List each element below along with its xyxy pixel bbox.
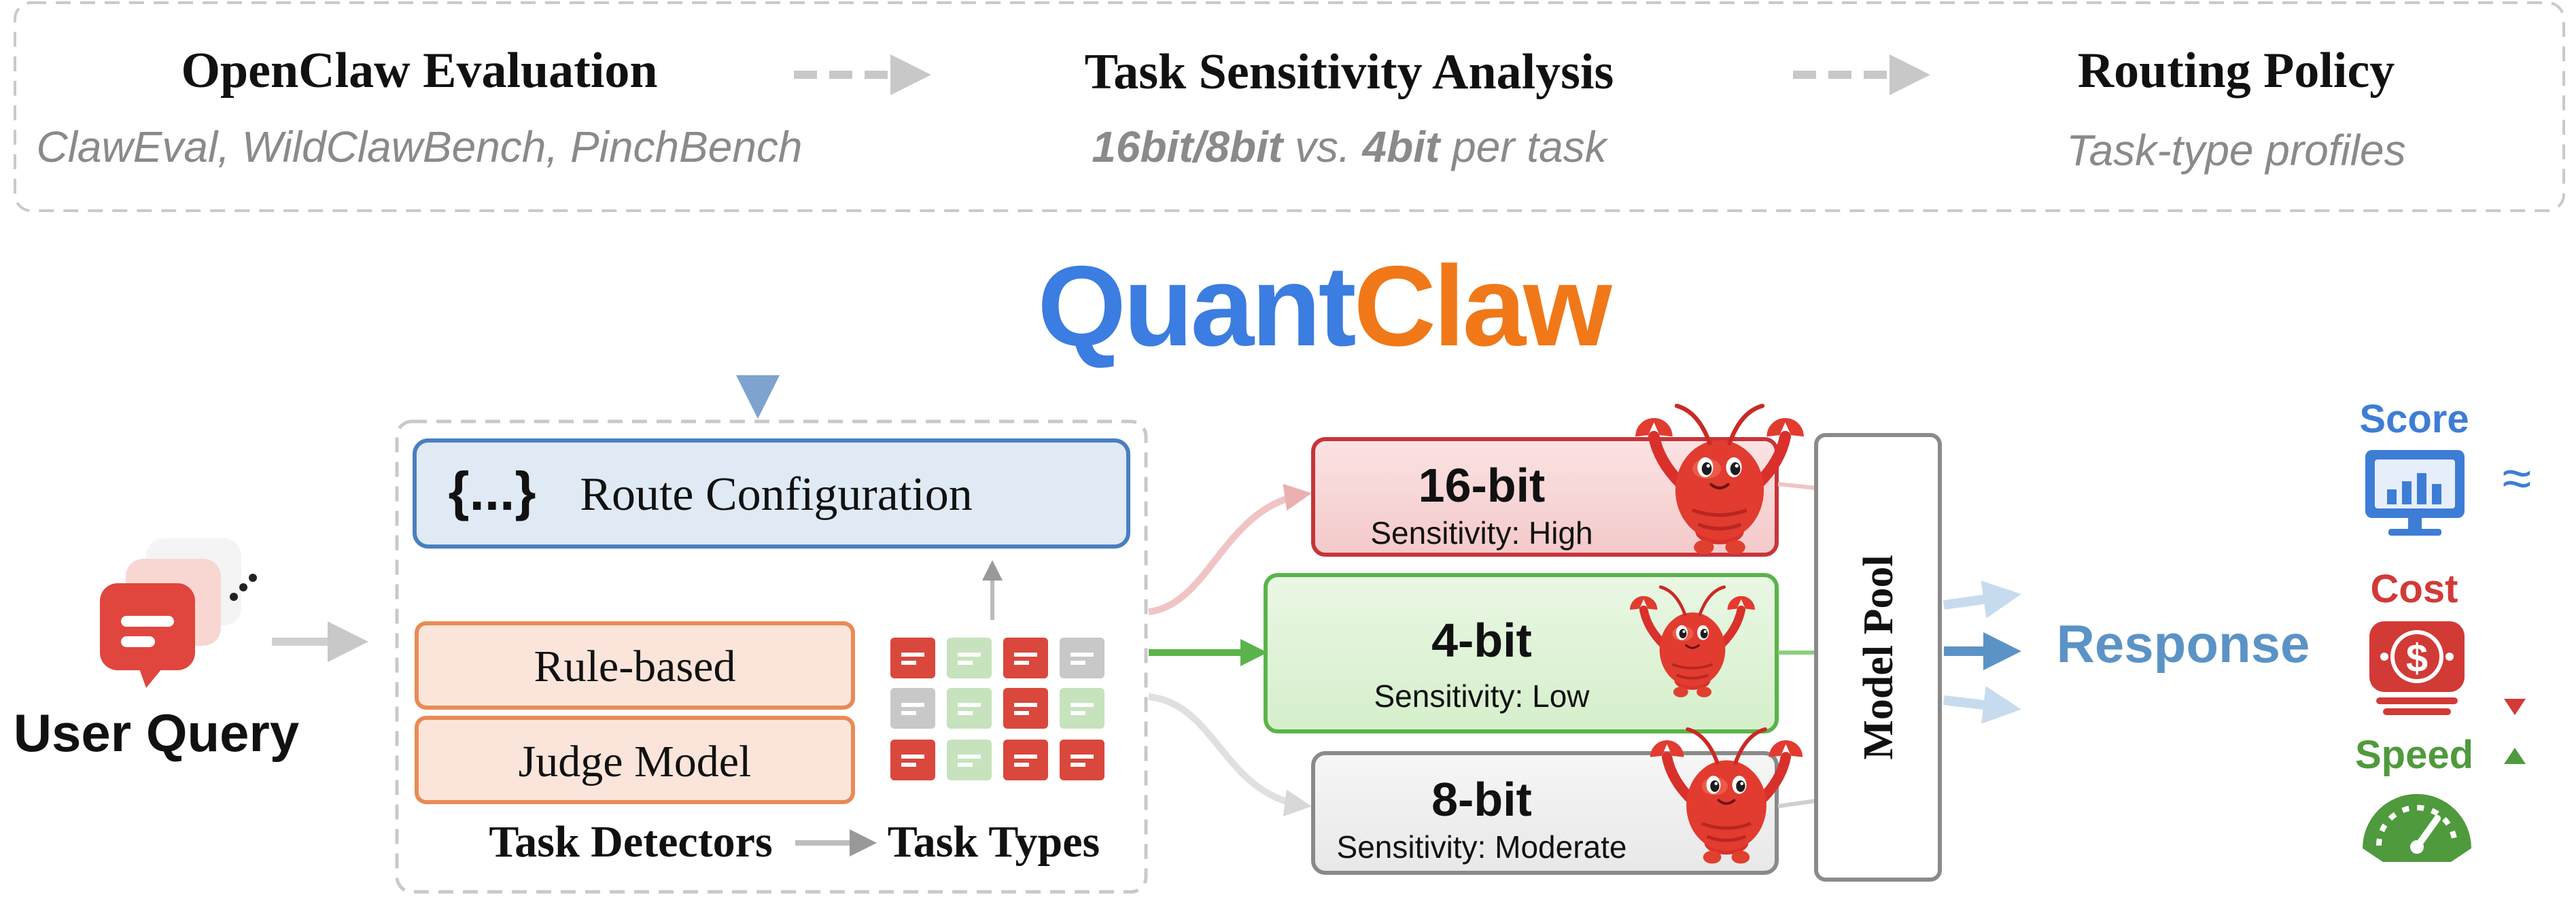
task-type-cell <box>1003 688 1048 729</box>
bit-sensitivity-16: Sensitivity: High <box>1370 515 1592 551</box>
task-type-cell <box>1003 740 1048 780</box>
task-detectors-label: Task Detectors <box>489 817 772 867</box>
task-type-cell <box>890 688 935 729</box>
bit-sensitivity-8: Sensitivity: Moderate <box>1337 829 1627 865</box>
user-query-label: User Query <box>14 703 300 763</box>
pool-link-8 <box>1777 799 1817 808</box>
braces-icon: {...} <box>449 461 536 521</box>
response-arrow-top <box>1943 581 2021 619</box>
stage3-title: Routing Policy <box>2078 43 2395 99</box>
response-arrow-bottom <box>1943 686 2021 724</box>
detector-judge-model[interactable]: Judge Model <box>415 716 855 804</box>
stage1-title: OpenClaw Evaluation <box>181 43 657 99</box>
task-type-cell <box>1060 688 1104 729</box>
task-type-cell <box>947 688 992 729</box>
route-arrow-8bit <box>1148 693 1312 817</box>
chat-bubble-icon <box>100 538 257 688</box>
pool-link-16 <box>1777 482 1817 490</box>
task-type-cell <box>890 638 935 678</box>
task-type-cell <box>1060 638 1104 678</box>
bit-sensitivity-4: Sensitivity: Low <box>1374 678 1590 714</box>
speed-label: Speed <box>2355 733 2473 777</box>
cost-down-arrowhead <box>2504 699 2526 715</box>
router-panel <box>395 419 1148 894</box>
score-label: Score <box>2359 397 2469 441</box>
model-pool-label: Model Pool <box>1856 555 1902 759</box>
model-pool-box[interactable]: Model Pool <box>1814 433 1942 882</box>
bit-box-16[interactable]: 16-bit Sensitivity: High <box>1311 437 1779 557</box>
stage2-subtitle: 16bit/8bit vs. 4bit per task <box>1092 122 1609 171</box>
stage2-sub-d: per task <box>1440 122 1608 171</box>
bit-label-4: 4-bit <box>1431 614 1532 667</box>
speedometer-icon <box>2363 794 2471 862</box>
route-arrow-16bit <box>1148 483 1312 615</box>
stage1-subtitle: ClawEval, WildClawBench, PinchBench <box>36 122 802 171</box>
route-configuration-box[interactable]: {...} Route Configuration <box>413 438 1130 549</box>
monitor-chart-icon <box>2365 450 2465 536</box>
svg-text:$: $ <box>2406 636 2428 680</box>
response-label: Response <box>2057 614 2310 674</box>
task-types-label: Task Types <box>888 817 1100 867</box>
brand-part-quant: Quant <box>1037 242 1355 370</box>
bit-label-8: 8-bit <box>1431 773 1532 826</box>
detector-rule-label: Rule-based <box>534 642 736 691</box>
brand-logo: QuantClaw <box>1037 242 1612 370</box>
pipeline-box <box>14 1 2565 212</box>
task-type-cell <box>1003 638 1048 678</box>
detector-judge-label: Judge Model <box>519 737 752 786</box>
task-types-grid <box>890 560 1104 780</box>
task-type-cell <box>947 740 992 780</box>
dollar-icon: $ <box>2369 621 2465 715</box>
stage3-subtitle: Task-type profiles <box>2066 126 2405 175</box>
speed-up-arrowhead <box>2504 748 2526 764</box>
cost-label: Cost <box>2371 567 2458 611</box>
brand-part-claw: Claw <box>1354 242 1612 370</box>
stage2-sub-a: 16bit/8bit <box>1092 122 1285 171</box>
stage2-sub-b: vs. <box>1283 122 1362 171</box>
task-type-cell <box>947 638 992 678</box>
task-type-cell <box>890 740 935 780</box>
score-approx-symbol: ≈ <box>2503 448 2532 508</box>
task-type-cell <box>1060 740 1104 780</box>
bit-box-8[interactable]: 8-bit Sensitivity: Moderate <box>1311 751 1779 875</box>
bit-label-16: 16-bit <box>1418 459 1546 512</box>
detector-rule-based[interactable]: Rule-based <box>415 621 855 710</box>
stage2-title: Task Sensitivity Analysis <box>1085 44 1614 100</box>
stage2-sub-c: 4bit <box>1361 122 1442 171</box>
route-configuration-label: Route Configuration <box>580 468 972 521</box>
